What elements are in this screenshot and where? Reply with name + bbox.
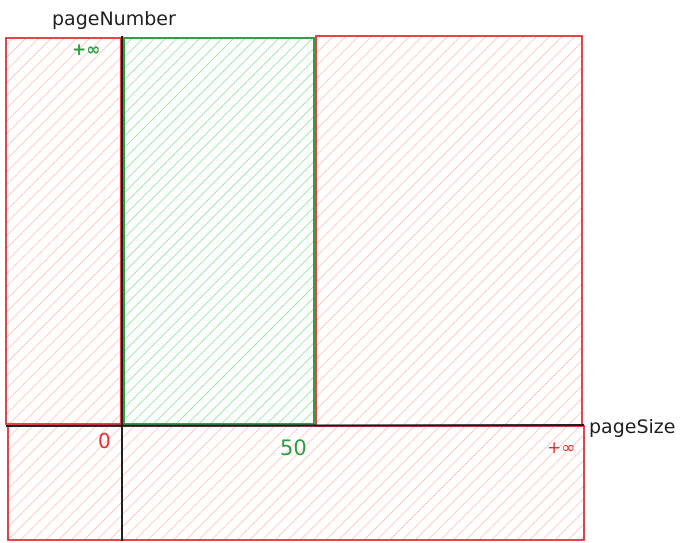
y-infinity-label: +∞ xyxy=(72,40,100,60)
invalid-region-left xyxy=(5,37,122,425)
valid-region xyxy=(123,37,315,425)
invalid-region-bottom xyxy=(7,425,585,541)
origin-label: 0 xyxy=(98,429,111,453)
x-axis-label: pageSize xyxy=(589,416,675,438)
y-axis-label: pageNumber xyxy=(52,8,176,30)
x-infinity-label: +∞ xyxy=(547,438,575,458)
invalid-region-right xyxy=(315,35,583,427)
x-axis xyxy=(5,424,585,427)
x-boundary-label: 50 xyxy=(280,436,307,460)
